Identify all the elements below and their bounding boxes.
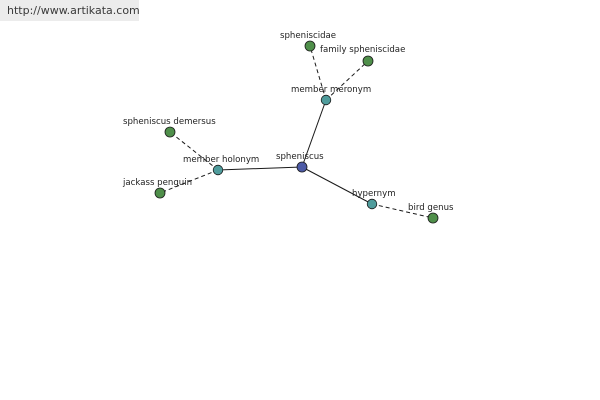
node-label-spheniscidae[interactable]: spheniscidae [280, 31, 336, 41]
node-spheniscidae[interactable] [304, 40, 316, 52]
edge-spheniscus-to-hypernym [301, 166, 373, 205]
node-member-meronym[interactable] [320, 94, 332, 106]
node-label-family-spheniscidae[interactable]: family spheniscidae [320, 45, 405, 55]
node-label-member-meronym[interactable]: member meronym [291, 85, 371, 95]
edge-spheniscus-to-member-holonym [217, 166, 303, 171]
edge-member-holonym-to-spheniscus-demersus [169, 131, 219, 171]
edge-member-holonym-to-jackass-penguin [159, 169, 219, 194]
node-label-hypernym[interactable]: hypernym [352, 189, 396, 199]
edge-spheniscus-to-member-meronym [301, 99, 327, 168]
url-label[interactable]: http://www.artikata.com [0, 0, 140, 21]
edge-member-meronym-to-spheniscidae [309, 45, 327, 101]
node-label-member-holonym[interactable]: member holonym [183, 155, 259, 165]
node-label-spheniscus[interactable]: spheniscus [276, 152, 324, 162]
labels-layer: spheniscus member meronym member holonym hy… [122, 31, 454, 213]
node-label-jackass-penguin[interactable]: jackass penguin [122, 178, 192, 188]
node-jackass-penguin[interactable] [154, 187, 166, 199]
nodes-layer [154, 40, 439, 224]
node-spheniscus-demersus[interactable] [164, 126, 176, 138]
node-member-holonym[interactable] [212, 164, 224, 176]
edge-member-meronym-to-family-spheniscidae [325, 60, 369, 101]
node-spheniscus[interactable] [296, 161, 308, 173]
node-label-spheniscus-demersus[interactable]: spheniscus demersus [123, 117, 216, 127]
edge-hypernym-to-bird-genus [371, 203, 434, 219]
node-hypernym[interactable] [366, 198, 378, 210]
node-label-bird-genus[interactable]: bird genus [408, 203, 454, 213]
node-family-spheniscidae[interactable] [362, 55, 374, 67]
node-bird-genus[interactable] [427, 212, 439, 224]
edges-layer [159, 45, 434, 219]
